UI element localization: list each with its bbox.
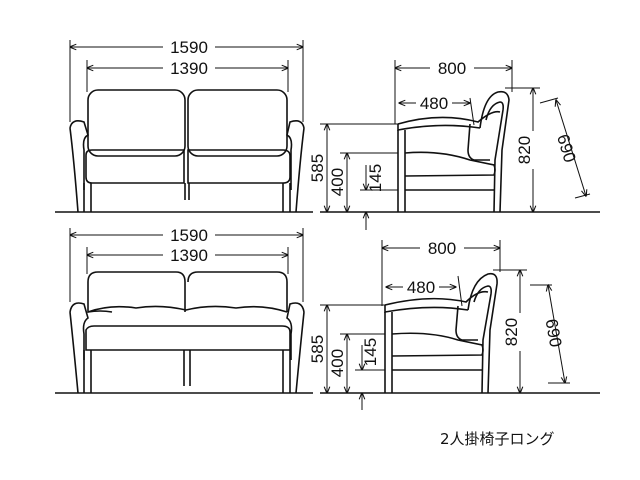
side-total-height-label: 820 [515,136,534,164]
side-depth-label: 800 [438,59,466,78]
sofa-side-view-top [397,90,510,213]
side-seat-depth-dimension: 480 [399,94,475,126]
side-seat-depth-label-2: 480 [407,278,435,297]
side-depth-dimension-2: 800 [382,238,500,306]
sofa-front-view-bottom [69,271,305,394]
side-diagonal-dimension-2: 690 [530,285,570,383]
side-seat-thickness-label-2: 145 [361,338,380,366]
sofa-front-view-top [69,89,305,213]
front-seat-width-dimension: 1390 [87,58,288,92]
front-seat-width-label: 1390 [170,59,208,78]
side-seat-height-dimension-2: 400 [328,334,385,393]
side-arm-height-dimension: 585 [308,124,398,212]
side-seat-height-dimension: 400 [328,153,398,212]
side-seat-thickness-label: 145 [366,164,385,192]
side-seat-thickness-dimension-2: 145 [355,338,385,410]
side-arm-height-label-2: 585 [308,335,327,363]
side-arm-height-label: 585 [308,154,327,182]
side-seat-thickness-dimension: 145 [360,164,398,230]
front-overall-width-label: 1590 [170,38,208,57]
side-seat-depth-dimension-2: 480 [386,275,463,307]
side-seat-depth-label: 480 [420,94,448,113]
side-total-height-dimension: 820 [505,88,540,212]
side-seat-height-label-2: 400 [328,349,347,377]
side-diagonal-dimension: 690 [539,97,591,199]
top-view-set: 1590 1390 [55,37,600,230]
side-seat-height-label: 400 [328,168,347,196]
side-total-height-label-2: 820 [502,318,521,346]
side-diagonal-label-2: 690 [542,317,566,348]
front-overall-width-dimension: 1590 [70,37,303,122]
front-seat-width-label-2: 1390 [170,246,208,265]
side-total-height-dimension-2: 820 [493,270,527,393]
side-arm-height-dimension-2: 585 [308,305,385,393]
product-caption: 2人掛椅子ロング [440,430,555,448]
side-depth-label-2: 800 [428,239,456,258]
front-seat-width-dimension-2: 1390 [87,246,288,274]
side-diagonal-label: 690 [553,132,579,165]
front-overall-width-label-2: 1590 [170,226,208,245]
sofa-side-view-bottom [384,272,498,394]
bottom-view-set: 1590 1390 [55,225,600,410]
front-overall-width-dimension-2: 1590 [70,225,303,302]
side-depth-dimension: 800 [395,58,512,124]
